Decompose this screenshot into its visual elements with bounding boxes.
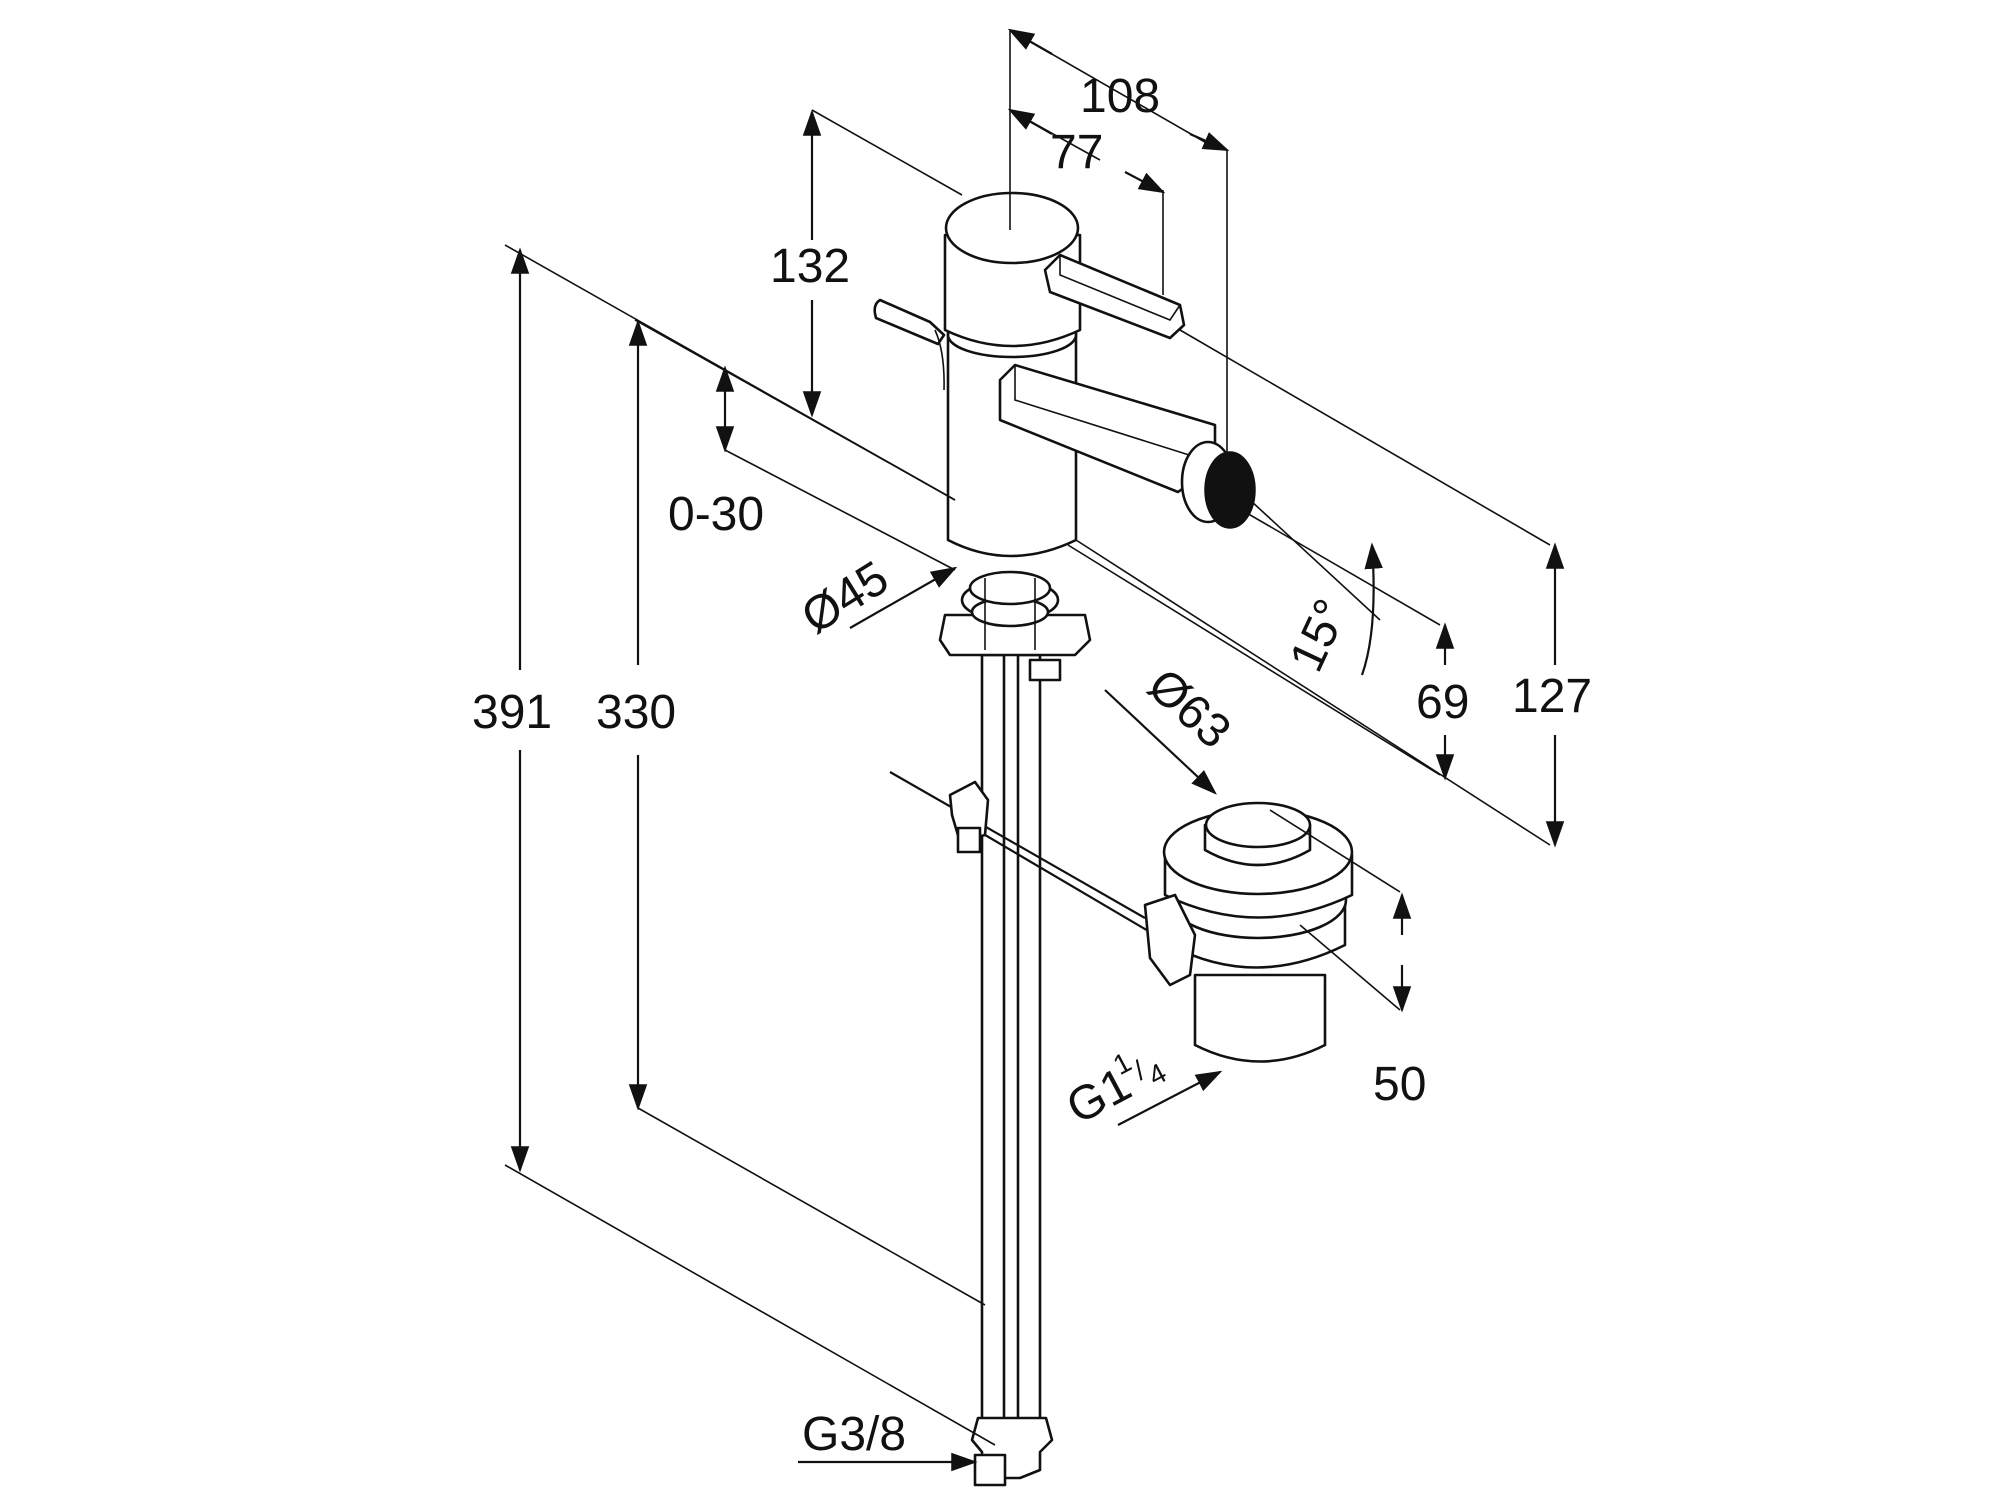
dim-391-label: 391 (472, 686, 552, 739)
dim-127-label: 127 (1512, 670, 1592, 723)
mounting-flange (938, 570, 1092, 682)
dim-127 (1075, 329, 1565, 848)
lever-handle (1043, 253, 1186, 340)
dim-77-label: 77 (1050, 126, 1103, 179)
waste-assembly (889, 771, 1354, 1063)
thread-supply-label: G3/8 (802, 1408, 906, 1461)
dim-50 (1269, 809, 1412, 1013)
dim-dia45 (849, 566, 958, 629)
spout (998, 363, 1256, 529)
dim-15deg (1249, 499, 1383, 676)
dim-dia63-label: Ø63 (1138, 659, 1241, 759)
supply-hoses (970, 653, 1054, 1487)
dim-69 (1067, 511, 1455, 781)
dim-77 (1007, 108, 1166, 295)
thread-waste: G1 1 / 4 (1058, 1046, 1223, 1135)
dim-108-label: 108 (1080, 70, 1160, 123)
dim-391 (504, 244, 996, 1446)
dim-dia63 (1104, 689, 1217, 795)
dim-132-label: 132 (770, 240, 850, 293)
dim-15deg-label: 15° (1280, 591, 1359, 679)
dim-108 (1007, 28, 1230, 455)
thread-waste-sub: 4 (1143, 1057, 1171, 1092)
dim-330 (628, 319, 986, 1306)
dim-dia45-label: Ø45 (793, 551, 898, 644)
dim-50-label: 50 (1373, 1058, 1426, 1111)
dim-69-label: 69 (1416, 676, 1469, 729)
dim-330-label: 330 (596, 686, 676, 739)
dim-132 (802, 109, 963, 418)
dim-0-30 (715, 365, 956, 571)
dim-0-30-label: 0-30 (668, 488, 764, 541)
